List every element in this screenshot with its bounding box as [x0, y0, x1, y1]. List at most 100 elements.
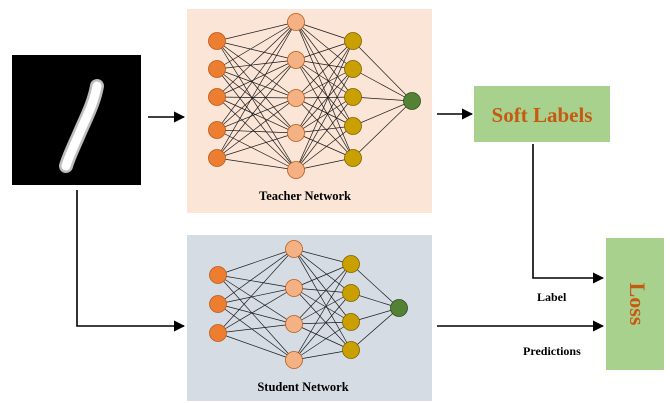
input-to-student-arrow — [76, 190, 186, 332]
student-connection — [217, 274, 295, 361]
student-node-l4-1 — [390, 299, 408, 317]
soft-labels-to-loss-arrow — [532, 144, 605, 284]
teacher-connection — [295, 96, 354, 99]
student-node-l2-4 — [285, 351, 303, 369]
teacher-connection — [352, 100, 413, 159]
teacher-connection — [295, 68, 354, 134]
teacher-node-l4-1 — [403, 92, 421, 110]
student-connection — [293, 263, 352, 289]
teacher-connection — [295, 68, 354, 171]
student-node-l1-2 — [209, 295, 227, 313]
student-connection — [293, 287, 352, 351]
teacher-connection — [295, 97, 354, 127]
teacher-node-l3-2 — [344, 60, 362, 78]
teacher-connection — [216, 59, 297, 159]
student-connection — [293, 263, 352, 325]
label-edge-text: Label — [537, 290, 567, 304]
teacher-connection — [216, 59, 297, 70]
student-connection — [293, 292, 352, 325]
student-node-l3-3 — [342, 313, 360, 331]
teacher-connection — [352, 68, 413, 102]
loss-text: Loss — [625, 283, 650, 326]
teacher-connection — [295, 40, 354, 61]
teacher-connection — [295, 59, 354, 98]
teacher-connection — [216, 68, 297, 99]
student-connection — [293, 287, 352, 294]
student-connection — [217, 248, 295, 334]
student-node-l3-1 — [342, 255, 360, 273]
teacher-connection — [352, 96, 413, 102]
student-edges — [217, 248, 400, 361]
teacher-connection — [295, 125, 354, 171]
student-connection — [293, 248, 352, 265]
teacher-connection — [295, 96, 354, 134]
teacher-connection — [216, 59, 297, 131]
teacher-connection — [216, 40, 297, 134]
teacher-connection — [216, 132, 297, 159]
teacher-node-l1-1 — [208, 32, 226, 50]
teacher-connection — [216, 21, 297, 42]
teacher-connection — [295, 96, 354, 171]
student-connection — [293, 287, 352, 323]
student-connection — [217, 287, 295, 334]
teacher-connection — [216, 68, 297, 171]
student-node-l1-3 — [209, 324, 227, 342]
teacher-node-l2-2 — [287, 51, 305, 69]
student-connection — [217, 248, 295, 276]
teacher-node-l1-2 — [208, 60, 226, 78]
teacher-node-l2-3 — [287, 89, 305, 107]
teacher-node-l2-1 — [287, 13, 305, 31]
student-connection — [350, 307, 400, 351]
teacher-connection — [352, 40, 413, 102]
student-connection — [293, 248, 352, 294]
teacher-connection — [216, 21, 297, 159]
teacher-connection — [216, 129, 297, 171]
soft-labels-box — [474, 86, 610, 142]
teacher-node-l1-5 — [208, 149, 226, 167]
teacher-connection — [216, 21, 297, 131]
teacher-connection — [216, 40, 297, 99]
predictions-edge-text: Predictions — [523, 344, 581, 358]
student-node-l2-2 — [285, 279, 303, 297]
student-node-l3-2 — [342, 284, 360, 302]
teacher-connection — [216, 96, 297, 171]
student-network-label: Student Network — [257, 380, 348, 394]
teacher-connection — [295, 132, 354, 159]
teacher-connection — [295, 40, 354, 99]
student-node-l3-4 — [342, 341, 360, 359]
teacher-node-l2-4 — [287, 124, 305, 142]
student-connection — [293, 321, 352, 325]
student-connection — [217, 303, 295, 361]
teacher-connection — [216, 21, 297, 98]
teacher-node-l1-4 — [208, 121, 226, 139]
student-connection — [217, 274, 295, 289]
teacher-connection — [216, 157, 297, 171]
teacher-edges — [216, 21, 413, 171]
teacher-connection — [216, 96, 297, 99]
student-node-l1-1 — [209, 266, 227, 284]
teacher-node-l3-1 — [344, 32, 362, 50]
teacher-connection — [216, 40, 297, 171]
teacher-connection — [216, 68, 297, 134]
teacher-connection — [216, 97, 297, 131]
teacher-connection — [295, 97, 354, 159]
student-node-l2-3 — [285, 315, 303, 333]
student-connection — [217, 274, 295, 325]
teacher-node-l1-3 — [208, 88, 226, 106]
teacher-node-l2-5 — [287, 161, 305, 179]
student-connection — [293, 248, 352, 323]
teacher-connection — [295, 40, 354, 171]
teacher-connection — [295, 157, 354, 171]
student-connection — [217, 303, 295, 325]
teacher-connection — [216, 21, 297, 70]
teacher-node-l3-5 — [344, 149, 362, 167]
teacher-connection — [216, 97, 297, 159]
teacher-connection — [295, 40, 354, 134]
student-connection — [217, 332, 295, 361]
teacher-connection — [216, 96, 297, 134]
student-connection — [217, 248, 295, 305]
teacher-connection — [295, 21, 354, 42]
student-network-graph — [209, 240, 408, 369]
student-connection — [350, 263, 400, 309]
